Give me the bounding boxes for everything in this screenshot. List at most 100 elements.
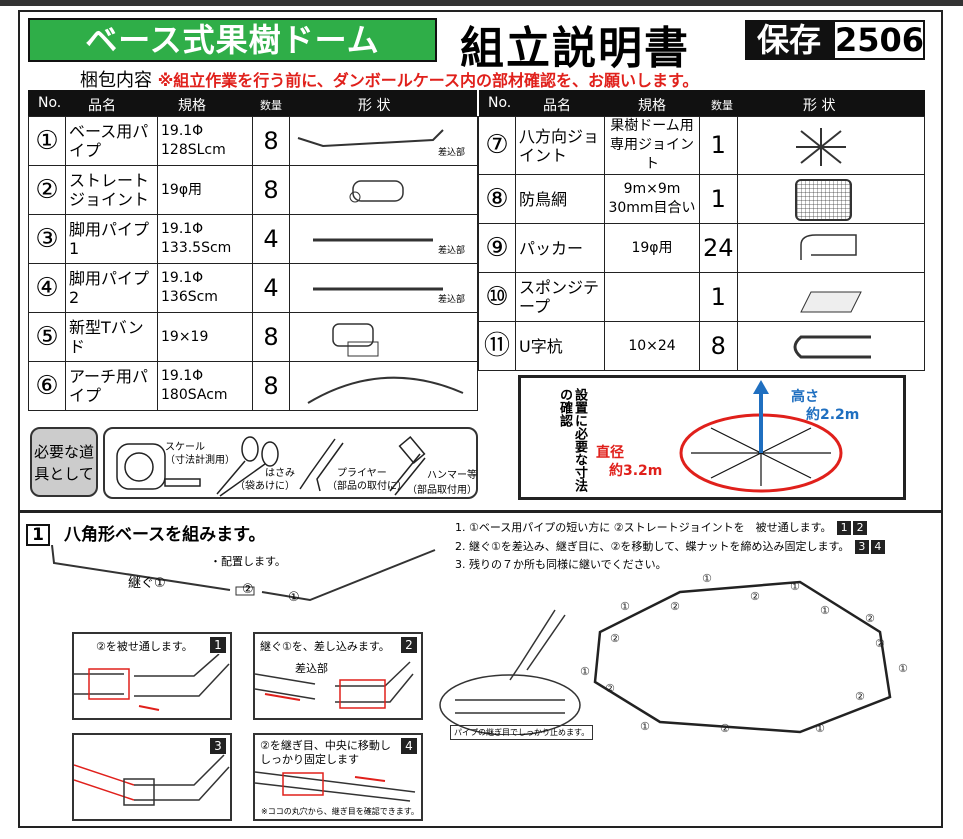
product-name: ベース式果樹ドーム	[28, 18, 437, 62]
part-shape: 差込部	[289, 214, 478, 264]
plier-caption: パイプの継ぎ目でしっかり止めます。	[450, 725, 594, 740]
part-1-label: ①	[288, 590, 300, 605]
tool-purpose: （袋あけに）	[235, 481, 295, 492]
part-qty: 8	[252, 116, 290, 166]
part-qty: 24	[699, 223, 738, 273]
part-spec: 19.1Φ 133.5Scm	[157, 214, 253, 264]
tools-drawing	[116, 436, 426, 497]
part-name: 脚用パイプ1	[65, 214, 158, 264]
part-row: ⑪ U字杭 10×24 8	[478, 321, 926, 371]
svg-text:②: ②	[855, 690, 865, 703]
insert-note: 差込部	[437, 246, 465, 256]
panel-number: 3	[210, 738, 226, 754]
part-qty: 4	[252, 214, 290, 264]
part-no: ②	[28, 165, 66, 215]
part-no: ④	[28, 263, 66, 313]
part-spec: 19.1Φ 128SLcm	[157, 116, 253, 166]
contents-label: 梱包内容	[80, 70, 152, 91]
tool-purpose: （寸法計測用）	[165, 455, 235, 466]
part-spec: 9m×9m 30mm目合い	[604, 174, 700, 224]
part-shape	[736, 321, 926, 371]
part-no: ⑩	[478, 272, 516, 322]
top-bar	[0, 0, 963, 6]
instruction-text: 2. 継ぐ①を差込み、継ぎ目に、②を移動して、蝶ナットを締め込み固定します。	[455, 540, 850, 553]
header-spec: 規格	[178, 98, 206, 114]
part-row: ③ 脚用パイプ1 19.1Φ 133.5Scm 4 差込部	[28, 214, 478, 264]
part-name: パッカー	[515, 223, 605, 273]
tool-name: ハンマー等	[427, 470, 477, 481]
part-spec: 10×24	[604, 321, 700, 371]
part-spec: 19×19	[157, 312, 253, 362]
hozon-label: 保存	[745, 20, 833, 60]
part-qty: 1	[699, 272, 738, 322]
svg-text:②: ②	[750, 590, 760, 603]
parts-table-right: ⑦ 八方向ジョイント 果樹ドーム用 専用ジョイント 1 ⑧ 防鳥網 9m×9m …	[478, 116, 926, 371]
step-panel-2: 継ぐ①を、差し込みます。2 差込部	[253, 632, 423, 720]
part-no: ⑦	[478, 116, 516, 175]
header-name: 品名	[88, 98, 116, 114]
tools-box: スケール （寸法計測用） はさみ （袋あけに） プライヤー （部品の取付に） ハ…	[103, 427, 478, 499]
page-frame	[18, 10, 943, 828]
tool-name: はさみ	[265, 468, 295, 479]
part-spec: 果樹ドーム用 専用ジョイント	[604, 116, 700, 175]
part-row: ⑤ 新型Tバンド 19×19 8	[28, 312, 478, 362]
header-spec-2: 規格	[638, 98, 666, 114]
part-no: ①	[28, 116, 66, 166]
part-no: ③	[28, 214, 66, 264]
part-qty: 8	[699, 321, 738, 371]
panel-caption: 継ぐ①を、差し込みます。	[260, 640, 390, 653]
header-qty: 数量	[260, 99, 282, 112]
contents-notice: ※組立作業を行う前に、ダンボールケース内の部材確認を、お願いします。	[157, 71, 699, 90]
dimension-diagram: 設置に必要な寸法の確認 高さ 約2.2m 直径 約3.2m	[518, 375, 906, 500]
step-panel-3: 3	[72, 733, 232, 821]
part-2-label: ②	[242, 582, 254, 597]
place-note: ・配置します。	[210, 555, 286, 568]
panel-footnote: ※ココの丸穴から、継ぎ目を確認できます。	[261, 807, 419, 816]
ref-badge: 2	[853, 521, 868, 535]
part-name: 新型Tバンド	[65, 312, 158, 362]
hammer-icon	[389, 436, 426, 496]
part-qty: 4	[252, 263, 290, 313]
hozon-number: 2506	[833, 20, 925, 60]
part-no: ⑨	[478, 223, 516, 273]
part-spec: 19.1Φ 136Scm	[157, 263, 253, 313]
part-shape	[736, 116, 926, 175]
document-title: 組立説明書	[460, 23, 690, 74]
ref-badge: 4	[870, 540, 885, 554]
header-name-2: 品名	[543, 98, 571, 114]
insert-label: 差込部	[295, 662, 328, 675]
step-panel-1: ②を被せ通します。1	[72, 632, 232, 720]
part-shape	[289, 312, 478, 362]
part-name: 脚用パイプ2	[65, 263, 158, 313]
part-shape: 差込部	[289, 116, 478, 166]
instruction-3: 3. 残りの７か所も同様に継いでください。	[455, 558, 667, 571]
header-qty-2: 数量	[711, 99, 733, 112]
height-label: 高さ	[791, 389, 819, 405]
part-row: ⑨ パッカー 19φ用 24	[478, 223, 926, 273]
svg-text:②: ②	[865, 612, 875, 625]
part-row: ⑧ 防鳥網 9m×9m 30mm目合い 1	[478, 174, 926, 224]
part-row: ⑦ 八方向ジョイント 果樹ドーム用 専用ジョイント 1	[478, 116, 926, 175]
pipe-layout-drawing	[51, 545, 436, 602]
part-shape	[289, 165, 478, 215]
part-name: ストレートジョイント	[65, 165, 158, 215]
svg-text:①: ①	[580, 665, 590, 678]
table-header: No. 品名 規格 数量 形 状 No. 品名 規格 数量 形 状	[28, 90, 925, 116]
tools-needed-label: 必要な道具として	[30, 427, 98, 497]
insert-note: 差込部	[437, 295, 465, 305]
part-qty: 8	[252, 165, 290, 215]
part-no: ⑧	[478, 174, 516, 224]
part-name: U字杭	[515, 321, 605, 371]
part-no: ⑤	[28, 312, 66, 362]
contents-subtitle: 梱包内容 ※組立作業を行う前に、ダンボールケース内の部材確認を、お願いします。	[80, 66, 698, 92]
part-spec: 19.1Φ 180SAcm	[157, 361, 253, 411]
header-no-2: No.	[488, 95, 512, 111]
tool-purpose: （部品の取付に）	[327, 481, 407, 492]
header-no: No.	[38, 95, 62, 111]
panel-caption: ②を継ぎ目、中央に移動し しっかり固定します	[260, 739, 391, 766]
svg-text:②: ②	[720, 722, 730, 735]
part-shape	[736, 223, 926, 273]
